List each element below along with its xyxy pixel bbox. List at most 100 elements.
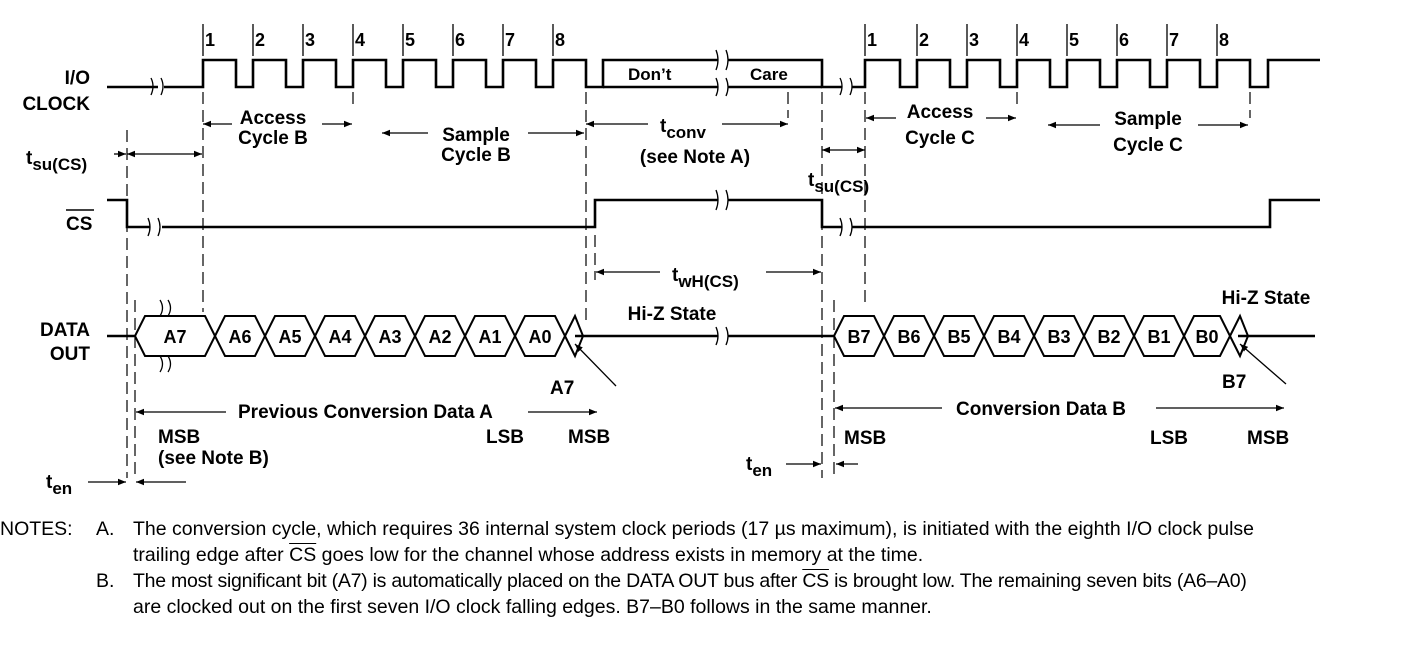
data-cell-label: B7 [847, 327, 870, 347]
io-label-line-1: I/O [65, 68, 90, 89]
clock-number: 2 [255, 30, 265, 50]
cs-break-2 [715, 189, 729, 211]
note-b-letter: B. [96, 570, 115, 592]
tsu-cs-left-label: tsu(CS) [26, 148, 87, 174]
clock-number: 3 [969, 30, 979, 50]
clock-tick-markers [202, 24, 1218, 56]
note-a-row-1: NOTES: A. The conversion cycle, which re… [0, 518, 1410, 544]
msb-label-b: MSB [844, 428, 886, 449]
note-a-line-1: The conversion cycle, which requires 36 … [133, 518, 1255, 540]
clock-number: 8 [555, 30, 565, 50]
note-b-cs: CS [802, 570, 829, 592]
prev-conv-label: Previous Conversion Data A [238, 402, 493, 423]
b7-pointer-arrow [1239, 343, 1287, 385]
msb-label-a: MSB [158, 427, 200, 448]
note-a-letter: A. [96, 518, 115, 540]
io-clock-waveform [107, 49, 1320, 97]
data-cell-label: B3 [1047, 327, 1070, 347]
data-out-label-line-2: OUT [50, 344, 91, 365]
conv-b-label: Conversion Data B [956, 399, 1126, 420]
io-clock-wave-dontcare-right [728, 58, 842, 89]
access-b-line-2: Cycle B [238, 128, 308, 149]
msb-label-a2: MSB [568, 427, 610, 448]
clock-number: 7 [505, 30, 515, 50]
tconv-annotation: tconv (see Note A) [586, 116, 788, 168]
note-a-cs: CS [289, 544, 317, 566]
b7-pointer-label: B7 [1222, 372, 1246, 393]
dashed-reference-lines [126, 92, 1251, 478]
note-b-row-2: are clocked out on the first seven I/O c… [0, 596, 1410, 622]
data-cell-label: B4 [997, 327, 1020, 347]
io-clock-wave-pulses-1 [164, 58, 718, 89]
data-cell-label: A5 [278, 327, 301, 347]
clock-number: 7 [1169, 30, 1179, 50]
clock-number: 6 [455, 30, 465, 50]
cs-label: CS [66, 214, 92, 235]
tsu-cs-left-annotation: tsu(CS) [26, 148, 202, 174]
data-cell-label: A4 [328, 327, 351, 347]
note-a-row-2: trailing edge after CS goes low for the … [0, 544, 1410, 570]
sample-cycle-c-annotation: Sample Cycle C [1048, 109, 1248, 156]
sample-c-line-2: Cycle C [1113, 135, 1183, 156]
access-cycle-b-annotation: Access Cycle B [203, 108, 352, 149]
tick-marks-a [202, 24, 554, 56]
clock-number: 4 [1019, 30, 1029, 50]
clock-number: 5 [1069, 30, 1079, 50]
note-b-line-1-end: is brought low. The remaining seven bits… [834, 570, 1247, 592]
twh-cs-annotation: twH(CS) [596, 265, 821, 291]
previous-conversion-a-annotation: Previous Conversion Data A MSB (see Note… [136, 402, 610, 469]
clock-number: 8 [1219, 30, 1229, 50]
sample-b-line-1: Sample [442, 125, 510, 146]
clock-number: 4 [355, 30, 365, 50]
ten-right-annotation: ten [746, 454, 858, 480]
sample-b-line-2: Cycle B [441, 145, 511, 166]
see-note-b: (see Note B) [158, 448, 269, 469]
hiz-state-label-2: Hi-Z State [1222, 288, 1311, 309]
data-cell-label: A3 [378, 327, 401, 347]
io-clock-break-1 [150, 77, 164, 96]
clock-number: 6 [1119, 30, 1129, 50]
conversion-b-annotation: Conversion Data B MSB LSB MSB [835, 399, 1289, 449]
timing-diagram: 1 2 3 4 5 6 7 8 1 2 3 4 5 6 7 8 Don’t Ca… [22, 24, 1320, 498]
a7-pointer-arrow [574, 343, 617, 387]
note-b-row-1: B. The most significant bit (A7) is auto… [0, 570, 1410, 596]
access-c-line-1: Access [907, 102, 974, 123]
io-clock-break-3 [839, 77, 853, 96]
data-cell-label: A7 [163, 327, 186, 347]
dont-care-label-2: Care [750, 65, 788, 84]
clock-number: 3 [305, 30, 315, 50]
data-cell-label: A0 [528, 327, 551, 347]
tsu-cs-right-annotation: tsu(CS) [808, 146, 869, 196]
twh-cs-label: twH(CS) [672, 265, 739, 291]
clock-number: 1 [867, 30, 877, 50]
sample-cycle-b-annotation: Sample Cycle B [382, 125, 584, 166]
cs-break-3 [839, 217, 853, 237]
io-label-line-2: CLOCK [22, 94, 90, 115]
dont-care-label-1: Don’t [628, 65, 672, 84]
note-a-line-2-end: goes low for the channel whose address e… [321, 544, 924, 566]
notes-section: NOTES: A. The conversion cycle, which re… [0, 518, 1410, 622]
access-c-line-2: Cycle C [905, 128, 975, 149]
cs-wave-4 [852, 198, 1320, 229]
clock-numbers-a: 1 2 3 4 5 6 7 8 [205, 30, 565, 50]
clock-number: 1 [205, 30, 215, 50]
data-out-break-b [715, 326, 729, 346]
lsb-label-a: LSB [486, 427, 524, 448]
data-out-label-line-1: DATA [40, 320, 90, 341]
tconv-note: (see Note A) [640, 147, 750, 168]
data-cell-label: A6 [228, 327, 251, 347]
data-cell-label: B0 [1195, 327, 1218, 347]
notes-heading: NOTES: [0, 518, 73, 540]
note-b-line-2: are clocked out on the first seven I/O c… [133, 596, 932, 618]
access-b-line-1: Access [240, 108, 307, 129]
clock-numbers-b: 1 2 3 4 5 6 7 8 [867, 30, 1229, 50]
data-out-break-a [159, 299, 172, 373]
cs-waveform [107, 189, 1320, 237]
sample-c-line-1: Sample [1114, 109, 1182, 130]
tsu-cs-right-label: tsu(CS) [808, 170, 869, 196]
note-b-line-1: The most significant bit (A7) is automat… [133, 570, 1247, 593]
msb-label-b2: MSB [1247, 428, 1289, 449]
cs-wave-2 [162, 198, 718, 229]
tick-marks-b [864, 24, 1218, 56]
